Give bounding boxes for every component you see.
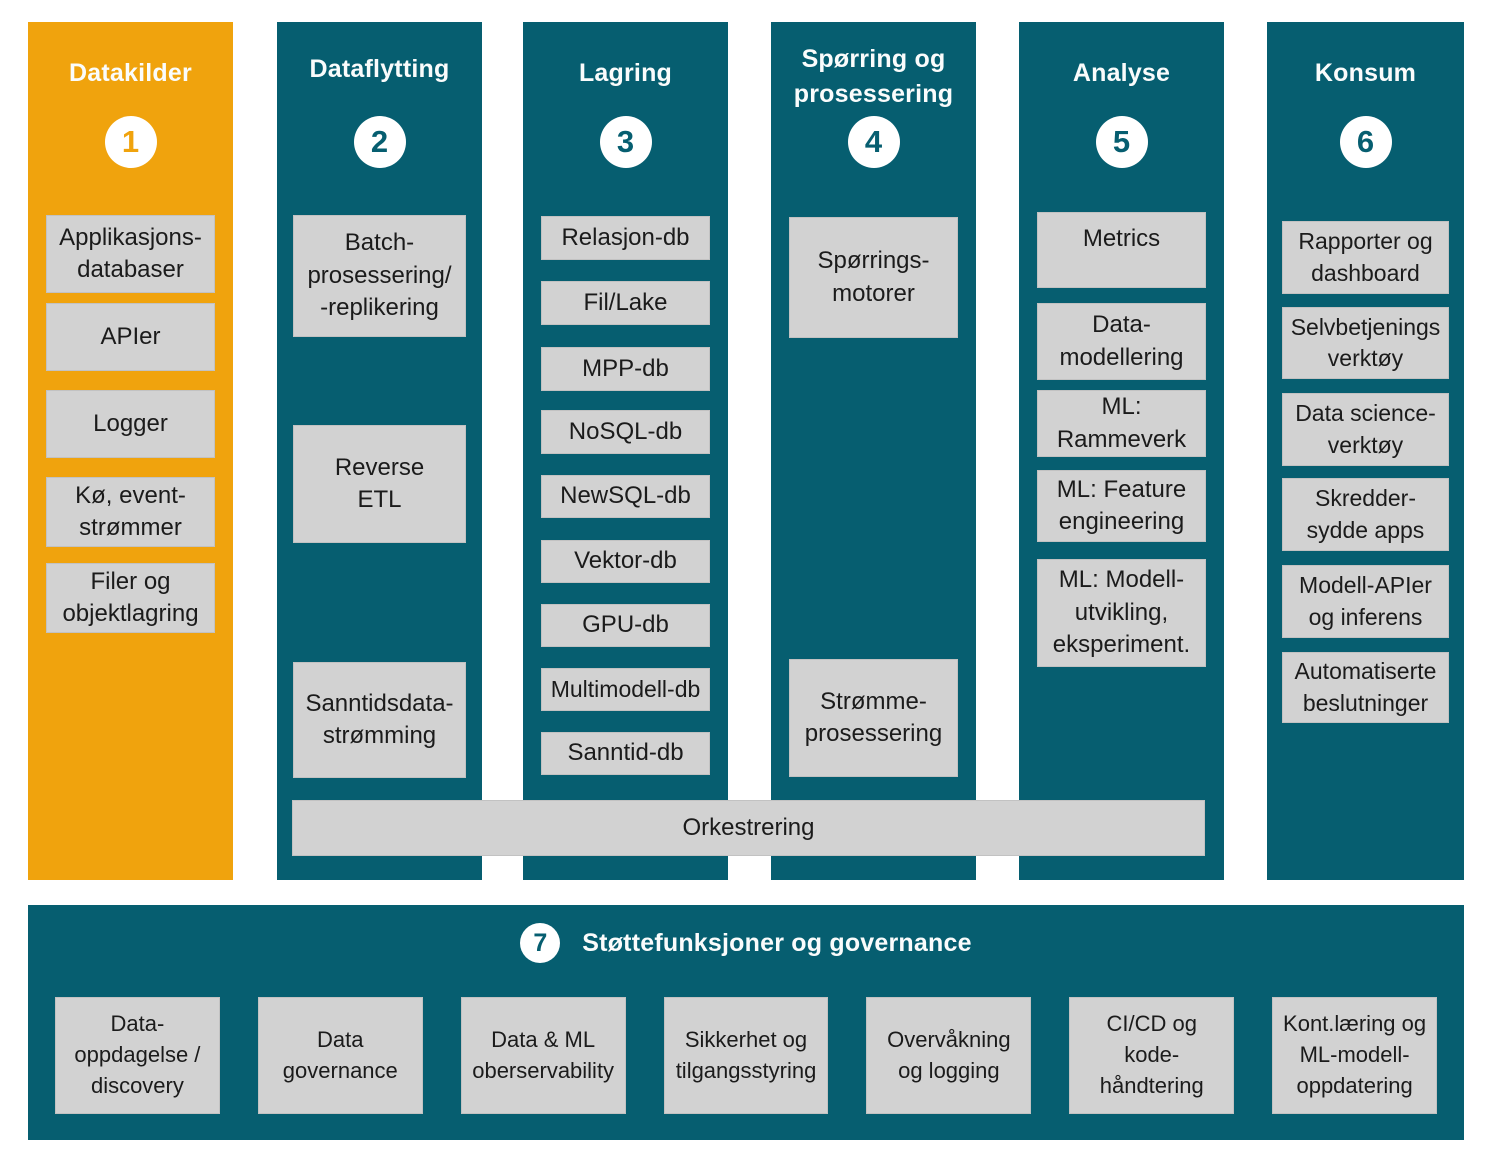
- column-title: Spørring og prosessering: [793, 45, 954, 108]
- step-number-badge: 7: [520, 923, 561, 963]
- component-box: Multimodell-db: [541, 668, 710, 711]
- component-box: Kø, event- strømmer: [46, 477, 215, 547]
- component-box: Spørrings- motorer: [789, 217, 958, 338]
- step-number-badge: 4: [847, 116, 900, 168]
- governance-boxes: Data- oppdagelse / discovery Data governa…: [55, 997, 1438, 1114]
- governance-box: Overvåkning og logging: [866, 997, 1032, 1114]
- governance-box: Data- oppdagelse / discovery: [55, 997, 220, 1114]
- column-title: Lagring: [578, 59, 673, 87]
- column-title: Konsum: [1314, 59, 1417, 87]
- governance-box: Kont.læring og ML-modell- oppdatering: [1272, 997, 1438, 1114]
- component-box: ML: Modell- utvikling, eksperiment.: [1037, 559, 1206, 667]
- step-number-badge: 2: [353, 116, 406, 168]
- governance-bar: 7 Støttefunksjoner og governance Data- o…: [28, 905, 1464, 1140]
- step-number-badge: 1: [104, 116, 157, 168]
- component-box: Reverse ETL: [293, 425, 466, 543]
- component-box: Logger: [46, 390, 215, 458]
- component-box: MPP-db: [541, 347, 710, 391]
- orchestration-bar: Orkestrering: [292, 800, 1205, 856]
- governance-box: CI/CD og kode- håndtering: [1069, 997, 1235, 1114]
- governance-box: Data & ML oberservability: [460, 997, 626, 1114]
- component-box: Strømme- prosessering: [789, 659, 958, 777]
- governance-box: Data governance: [257, 997, 423, 1114]
- column-title: Datakilder: [69, 59, 192, 87]
- component-box: GPU-db: [541, 604, 710, 647]
- component-box: Data- modellering: [1037, 303, 1206, 380]
- component-box: ML: Rammeverk: [1037, 390, 1206, 457]
- component-box: Modell-APIer og inferens: [1282, 565, 1449, 638]
- component-box: NoSQL-db: [541, 410, 710, 454]
- governance-box: Sikkerhet og tilgangsstyring: [663, 997, 829, 1114]
- component-box: Relasjon-db: [541, 216, 710, 260]
- orchestration-label: Orkestrering: [682, 814, 815, 841]
- component-box: Automatiserte beslutninger: [1282, 652, 1449, 723]
- step-number-badge: 3: [599, 116, 652, 168]
- component-box: Data science- verktøy: [1282, 393, 1449, 466]
- component-box: Selvbetjenings verktøy: [1282, 307, 1449, 379]
- component-box: Fil/Lake: [541, 281, 710, 325]
- component-box: Metrics: [1037, 212, 1206, 288]
- component-box: Rapporter og dashboard: [1282, 221, 1449, 294]
- component-box: Sanntid-db: [541, 732, 710, 775]
- step-number-badge: 5: [1095, 116, 1148, 168]
- governance-title: Støttefunksjoner og governance: [582, 928, 972, 957]
- column-title: Dataflytting: [309, 55, 450, 83]
- component-box: Applikasjons- databaser: [46, 215, 215, 293]
- component-box: NewSQL-db: [541, 475, 710, 518]
- component-box: Skredder- sydde apps: [1282, 478, 1449, 551]
- component-box: Sanntidsdata- strømming: [293, 662, 466, 778]
- component-box: ML: Feature engineering: [1037, 470, 1206, 542]
- step-number-badge: 6: [1339, 116, 1392, 168]
- component-box: Filer og objektlagring: [46, 563, 215, 633]
- component-box: Batch- prosessering/ -replikering: [293, 215, 466, 337]
- component-box: APIer: [46, 303, 215, 371]
- column-title: Analyse: [1072, 59, 1171, 87]
- governance-header: 7 Støttefunksjoner og governance: [28, 923, 1464, 963]
- component-box: Vektor-db: [541, 540, 710, 583]
